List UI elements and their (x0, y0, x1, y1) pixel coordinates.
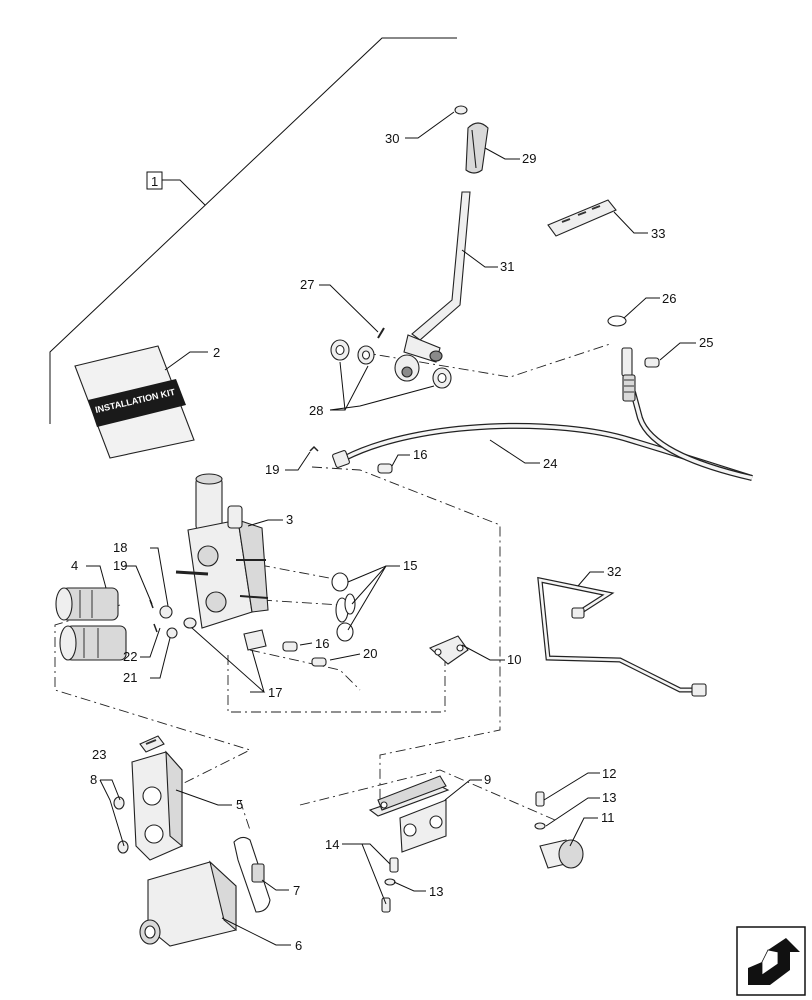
callout-30: 30 (385, 131, 399, 146)
cable-end-fitting (621, 347, 636, 402)
callout-32: 32 (607, 564, 621, 579)
callout-13-lower: 13 (429, 884, 443, 899)
callout-16-upper: 16 (413, 447, 427, 462)
callout-5: 5 (236, 797, 243, 812)
callout-18: 18 (113, 540, 127, 555)
pivot-bushing (394, 354, 420, 382)
callout-17: 17 (268, 685, 282, 700)
callout-4: 4 (71, 558, 78, 573)
seals-8 (113, 796, 129, 854)
callout-22: 22 (123, 649, 137, 664)
knob-11 (539, 839, 584, 869)
callout-9: 9 (484, 772, 491, 787)
callout-33: 33 (651, 226, 665, 241)
callout-16-lower: 16 (315, 636, 329, 651)
quick-couplers (55, 587, 127, 661)
callout-11: 11 (601, 810, 615, 825)
callout-12: 12 (602, 766, 616, 781)
manifold-block (131, 750, 183, 861)
callout-23: 23 (92, 747, 106, 762)
clip-26 (607, 315, 627, 327)
callout-7: 7 (293, 883, 300, 898)
leader-lines (86, 111, 696, 946)
callout-3: 3 (286, 512, 293, 527)
callout-20: 20 (363, 646, 377, 661)
callout-24: 24 (543, 456, 557, 471)
callout-21: 21 (123, 670, 137, 685)
callout-14: 14 (325, 837, 339, 852)
callout-19-upper: 19 (265, 462, 279, 477)
callout-31: 31 (500, 259, 514, 274)
callout-15: 15 (403, 558, 417, 573)
callout-8: 8 (90, 772, 97, 787)
installation-manual: INSTALLATION KIT (74, 345, 195, 459)
pin-25 (644, 357, 660, 368)
callout-10: 10 (507, 652, 521, 667)
callout-19-lower: 19 (113, 558, 127, 573)
callout-25: 25 (699, 335, 713, 350)
knob-cap (454, 105, 468, 115)
bolts-and-washers (381, 791, 546, 913)
hydraulic-tube (537, 576, 707, 697)
kit-item-label: 1 (151, 174, 158, 189)
callout-6: 6 (295, 938, 302, 953)
control-lever (411, 191, 471, 341)
callout-13-upper: 13 (602, 790, 616, 805)
valve-block-6 (139, 860, 237, 947)
callout-29: 29 (522, 151, 536, 166)
mounting-bracket-9 (368, 775, 450, 853)
kit-item-box: 1 (146, 171, 163, 190)
pin-27 (377, 327, 385, 339)
decal-23 (139, 735, 165, 753)
cable-clevis (332, 450, 350, 468)
pin-16-upper (377, 463, 393, 474)
callout-28: 28 (309, 403, 323, 418)
gasket-7 (233, 836, 271, 913)
kit-boundary (49, 37, 457, 424)
shift-pattern-decal (547, 199, 617, 237)
lever-pivot-bracket (403, 334, 443, 363)
control-valve (175, 473, 269, 629)
washers-28 (330, 339, 452, 389)
callout-labels: 2 3 4 5 6 7 8 9 10 11 12 13 13 14 15 16 … (71, 131, 713, 953)
o-rings-15 (331, 572, 356, 642)
callout-27: 27 (300, 277, 314, 292)
control-cable (343, 391, 753, 481)
cotter-19-upper (309, 445, 319, 452)
lever-knob (465, 122, 489, 174)
callout-2: 2 (213, 345, 220, 360)
callout-26: 26 (662, 291, 676, 306)
bracket-10 (428, 635, 469, 665)
next-page-arrow-icon[interactable] (736, 926, 806, 996)
